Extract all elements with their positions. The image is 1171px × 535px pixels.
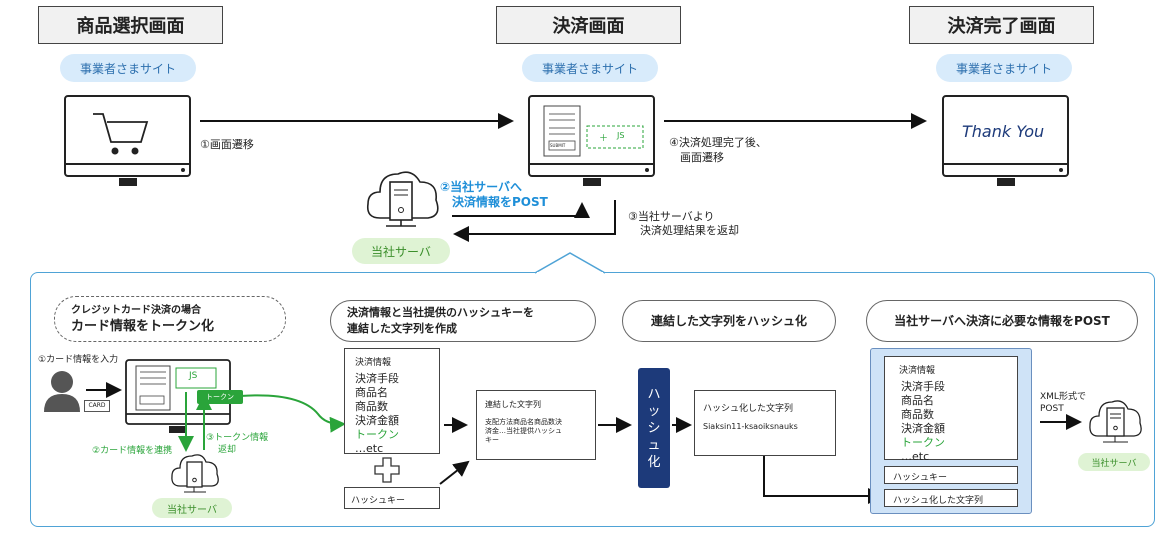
- card-badge: CARD: [84, 400, 110, 412]
- payment-item: 決済金額: [355, 414, 399, 427]
- pill-tokenize: クレジットカード決済の場合 カード情報をトークン化: [54, 296, 286, 342]
- token-badge: トークン: [197, 390, 243, 404]
- payment-item: 決済手段: [355, 372, 399, 385]
- post-payment-etc: …etc: [901, 450, 930, 463]
- monitor-cart-icon: [64, 95, 191, 186]
- hash-function-block: ハ ッ シ ュ 化: [638, 368, 670, 488]
- hashed-title: ハッシュ化した文字列: [703, 404, 794, 414]
- post-payment-box: 決済情報 決済手段 商品名 商品数 決済金額 トークン …etc: [884, 356, 1018, 463]
- server-label-bottom-left: 当社サーバ: [152, 498, 232, 518]
- post-payment-item: 商品名: [901, 394, 934, 407]
- hash-char: シ: [647, 420, 661, 436]
- post-hashed: ハッシュ化した文字列: [884, 489, 1018, 507]
- card-input-label: ①カード情報を入力: [38, 355, 119, 365]
- step1-label: ①画面遷移: [200, 138, 254, 151]
- title-payment-complete: 決済完了画面: [909, 6, 1094, 44]
- concat-body-line2: 済金…当社提供ハッシュ: [485, 427, 562, 435]
- pill-concat: 決済情報と当社提供のハッシュキーを 連結した文字列を作成: [330, 300, 596, 342]
- js-label: JS: [617, 131, 625, 140]
- payment-info-title: 決済情報: [355, 358, 392, 368]
- xml-post-line1: XML形式で: [1040, 392, 1086, 402]
- xml-post-line2: POST: [1040, 404, 1064, 414]
- monitor-payment-icon: [528, 95, 655, 186]
- payment-item: 商品数: [355, 400, 388, 413]
- payment-info-list: 決済手段 商品名 商品数 決済金額 トークン …etc: [355, 372, 429, 456]
- panel-pointer: [535, 252, 605, 274]
- post-payment-item: 商品数: [901, 408, 934, 421]
- payment-info-box: 決済情報 決済手段 商品名 商品数 決済金額 トークン …etc: [344, 348, 440, 456]
- step2-label-line1: ②当社サーバへ: [440, 180, 523, 194]
- step3-bottom-line1: ③トークン情報: [206, 433, 269, 443]
- monitor-thankyou-icon: [942, 95, 1069, 186]
- step3-bottom-line2: 返却: [218, 445, 237, 455]
- post-payment-title: 決済情報: [899, 366, 936, 376]
- payment-item-token: トークン: [355, 428, 399, 441]
- post-payment-token: トークン: [901, 436, 945, 449]
- step4-label-line1: ④決済処理完了後、: [669, 136, 767, 149]
- pill-concat-line1: 決済情報と当社提供のハッシュキーを: [347, 306, 534, 319]
- concat-body-line3: キー: [485, 436, 499, 444]
- post-payment-item: 決済手段: [901, 380, 945, 393]
- submit-label: SUBMIT: [550, 143, 566, 148]
- post-payment-item: 決済金額: [901, 422, 945, 435]
- title-product-select: 商品選択画面: [38, 6, 223, 44]
- step2-label-line2: 決済情報をPOST: [452, 195, 548, 209]
- hash-char: ハ: [647, 386, 661, 402]
- step2-bottom-label: ②カード情報を連携: [92, 446, 173, 456]
- concat-body-line1: 支配方法商品名商品数決: [485, 418, 562, 426]
- payment-item: 商品名: [355, 386, 388, 399]
- cloud-server-small-icon: [171, 454, 219, 493]
- post-hash-key: ハッシュキー: [884, 466, 1018, 484]
- hash-key-box: ハッシュキー: [344, 487, 440, 509]
- pill-post: 当社サーバへ決済に必要な情報をPOST: [866, 300, 1138, 342]
- hash-char: ッ: [647, 403, 661, 419]
- pill-hash: 連結した文字列をハッシュ化: [622, 300, 836, 342]
- step4-label-line2: 画面遷移: [680, 151, 724, 164]
- hashed-box: ハッシュ化した文字列 Siaksin11-ksaoiksnauks: [694, 390, 836, 456]
- plus-icon: [374, 457, 400, 483]
- concat-box: 連結した文字列 支配方法商品名商品数決 済金…当社提供ハッシュ キー: [476, 390, 596, 460]
- top-flow-arrows: [200, 113, 927, 242]
- merchant-site-label-3: 事業者さまサイト: [936, 54, 1072, 82]
- hash-char: ュ: [647, 437, 661, 453]
- pill-tokenize-line1: クレジットカード決済の場合: [71, 305, 201, 316]
- concat-title: 連結した文字列: [485, 400, 541, 409]
- cloud-server-icon: [366, 171, 439, 227]
- js-plus-icon: ＋: [599, 134, 609, 144]
- post-payment-list: 決済手段 商品名 商品数 決済金額 トークン …etc: [899, 380, 1003, 464]
- js-label-bottom: JS: [189, 371, 198, 381]
- hash-char: 化: [647, 454, 661, 470]
- title-payment: 決済画面: [496, 6, 681, 44]
- server-label-bottom-right: 当社サーバ: [1078, 453, 1150, 471]
- hashed-value: Siaksin11-ksaoiksnauks: [703, 422, 798, 431]
- merchant-site-label-1: 事業者さまサイト: [60, 54, 196, 82]
- server-label-top: 当社サーバ: [352, 238, 450, 264]
- pill-concat-line2: 連結した文字列を作成: [347, 322, 457, 335]
- merchant-site-label-2: 事業者さまサイト: [522, 54, 658, 82]
- step3-label-line1: ③当社サーバより: [628, 210, 715, 223]
- pill-tokenize-line2: カード情報をトークン化: [71, 319, 215, 334]
- payment-item-etc: …etc: [355, 442, 384, 455]
- thank-you-text: Thank You: [962, 122, 1045, 141]
- user-icon: [44, 371, 80, 412]
- step3-label-line2: 決済処理結果を返却: [640, 224, 739, 237]
- cloud-server-right-icon: [1089, 400, 1142, 443]
